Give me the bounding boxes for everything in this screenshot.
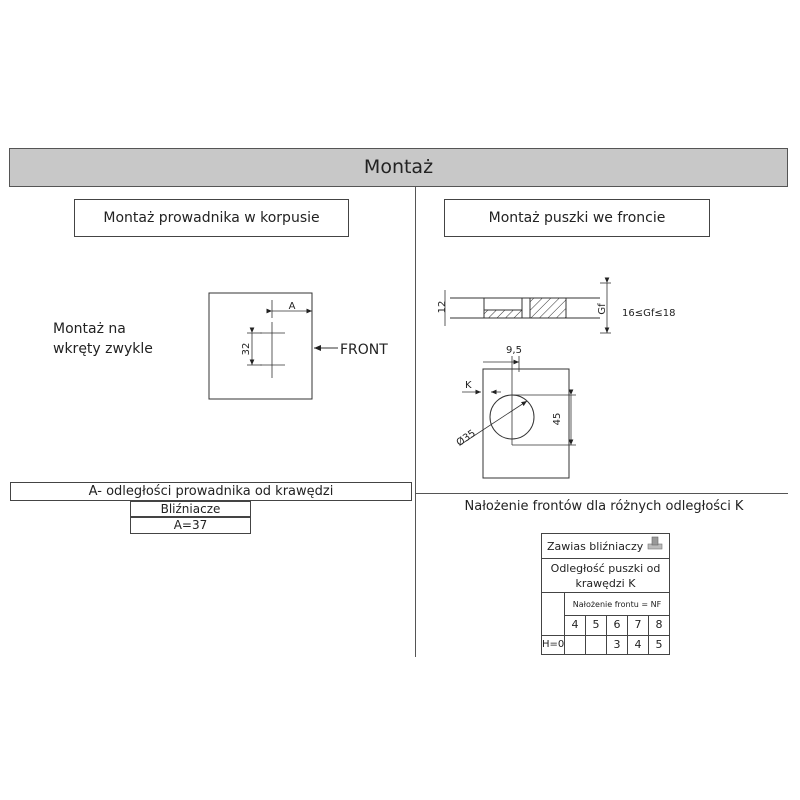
hinge-label-text: Zawias bliźniaczy (547, 540, 644, 553)
overlay-title: Nałożenie frontów dla różnych odległości… (464, 499, 744, 514)
mount-label-line2: wkręty zwykle (53, 341, 153, 357)
k-cell: 4 (564, 616, 585, 635)
dim-45-label: 45 (552, 413, 563, 426)
right-divider (415, 493, 788, 494)
distance-table-value: A=37 (130, 517, 251, 534)
k-label: Odległość puszki od krawędzi K (542, 559, 669, 593)
nf-cell (564, 636, 585, 654)
distance-title: A- odległości prowadnika od krawędzi (10, 482, 412, 501)
k-cell: 6 (606, 616, 627, 635)
center-divider (415, 187, 416, 657)
nf-cell: 3 (606, 636, 627, 654)
nf-cell: 4 (627, 636, 648, 654)
hinge-icon (646, 535, 664, 552)
page-title: Montaż (9, 148, 788, 187)
k-label-line1: Odległość puszki od (550, 562, 661, 575)
gf-range-label: 16≤Gf≤18 (622, 308, 675, 319)
dim-9-5-label: 9,5 (506, 345, 522, 356)
k-label-line2: krawędzi K (575, 577, 636, 590)
section-title-left: Montaż prowadnika w korpusie (74, 199, 349, 237)
front-section-drawing: 12 Gf 16≤Gf≤18 9,5 K 45 Ø35 (437, 277, 675, 479)
dim-35-label: Ø35 (454, 427, 478, 449)
blank-cell (542, 593, 564, 636)
dim-a-label: A (289, 301, 296, 312)
hinge-label: Zawias bliźniaczy (542, 534, 669, 559)
front-label: FRONT (340, 342, 388, 358)
nf-label: Nałożenie frontu = NF (564, 593, 669, 616)
k-cell: 5 (585, 616, 606, 635)
section-title-right: Montaż puszki we froncie (444, 199, 710, 237)
overlay-table: Zawias bliźniaczy Odległość puszki od kr… (541, 533, 670, 655)
dim-12-label: 12 (437, 301, 448, 314)
carcass-drawing: A 32 FRONT (208, 292, 388, 400)
distance-table-header: Bliźniacze (130, 501, 251, 517)
dim-gf-label: Gf (597, 303, 608, 315)
nf-cell (585, 636, 606, 654)
dim-32-label: 32 (241, 343, 252, 356)
k-cell: 7 (627, 616, 648, 635)
k-cell: 8 (648, 616, 669, 635)
dim-k-label: K (465, 380, 472, 391)
mount-label-line1: Montaż na (53, 321, 126, 337)
nf-cell: 5 (648, 636, 669, 654)
mount-label: Montaż na wkręty zwykle (53, 319, 153, 359)
h-label: H=0 (542, 639, 565, 650)
